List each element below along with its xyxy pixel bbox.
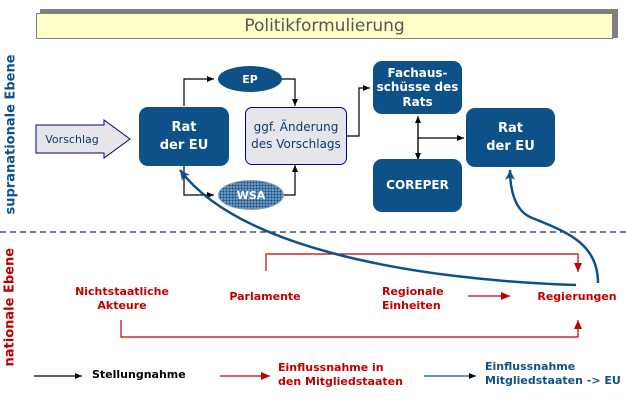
coreper-box: COREPER [373,159,462,212]
council-left-line2: der EU [159,137,209,153]
legend-red-line2: den Mitgliedstaaten [278,375,403,389]
legend-statement-label: Stellungnahme [92,368,186,381]
legend-item-statement: Stellungnahme [92,368,186,382]
non-state-actors-line2: Akteure [97,299,147,313]
legend-item-influence-to-eu: Einflussnahme Mitgliedstaaten -> EU [485,360,621,389]
non-state-actors: Nichtstaatliche Akteure [62,285,182,314]
council-left-line1: Rat [171,119,197,135]
amendment-line2: des Vorschlags [251,137,341,151]
regional-units-line1: Regionale [382,285,444,298]
council-eu-left: Rat der EU [139,107,229,166]
proposal-label: Vorschlag [45,132,99,146]
committees-line2: schüsse des [376,80,459,95]
page-title: Politikformulierung [36,13,613,39]
amendment-line1: ggf. Änderung [253,120,339,135]
blue-curve-to-council-left [179,169,577,287]
regional-units-line2: Einheiten [382,299,441,313]
red-connector-nonstate [120,320,582,338]
council-committees: Fachaus- schüsse des Rats [373,61,462,114]
connector-amendment-committees [347,85,370,137]
blue-curve-to-council-right [505,169,600,284]
red-connector-parliaments [265,253,582,272]
committees-line3: Rats [402,94,433,109]
proposal-arrow: Vorschlag [36,125,108,153]
connector-wsa-amendment [284,165,298,196]
ep-node: EP [218,66,282,92]
connector-rat-ep [183,76,214,106]
non-state-actors-line1: Nichtstaatliche [75,285,169,298]
council-right-line2: der EU [486,138,535,154]
legend-item-influence-member-states: Einflussnahme in den Mitgliedstaaten [278,361,403,390]
parliaments: Parlamente [229,290,301,303]
regional-units: Regionale Einheiten [382,285,452,314]
proposal-arrow-shape [35,119,131,159]
committees-line1: Fachaus- [387,65,448,80]
coreper-label: COREPER [386,178,449,193]
governments: Regierungen [537,290,617,303]
council-right-line1: Rat [498,120,523,136]
legend-blue-line1: Einflussnahme [485,360,576,373]
legend-red-line1: Einflussnahme in [278,361,384,374]
connector-ep-amendment [282,78,298,106]
council-eu-right: Rat der EU [466,108,555,167]
wsa-label: WSA [236,188,266,202]
amendment-box: ggf. Änderung des Vorschlags [245,107,347,165]
wsa-node: WSA [218,180,284,210]
ep-label: EP [242,72,258,86]
legend-blue-line2: Mitgliedstaaten -> EU [485,374,621,388]
